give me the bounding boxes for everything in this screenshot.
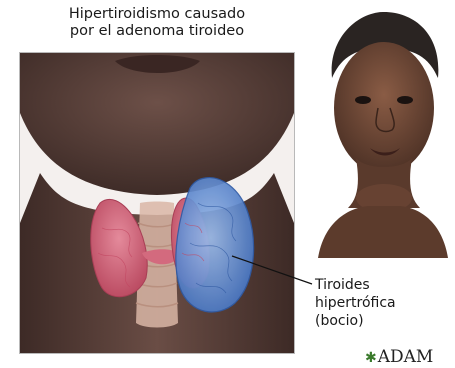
adam-logo: ✱ADAM (365, 347, 455, 368)
left-eye (355, 96, 371, 104)
portrait-drawing (318, 8, 448, 258)
goiter-label-line-3: (bocio) (315, 312, 445, 330)
title-line-1: Hipertiroidismo causado (22, 6, 292, 23)
goiter-label-line-1: Tiroides (315, 276, 445, 294)
star-icon: ✱ (365, 350, 377, 366)
goiter-label: Tiroides hipertrófica (bocio) (315, 276, 445, 330)
title-line-2: por el adenoma tiroideo (22, 23, 292, 40)
goiter-label-line-2: hipertrófica (315, 294, 445, 312)
diagram-title: Hipertiroidismo causado por el adenoma t… (22, 6, 292, 40)
neck-drawing (20, 53, 294, 353)
right-eye (397, 96, 413, 104)
adam-logo-text: ADAM (378, 347, 434, 367)
neck-illustration (19, 52, 295, 354)
shoulders (318, 206, 448, 258)
patient-portrait (318, 8, 448, 258)
